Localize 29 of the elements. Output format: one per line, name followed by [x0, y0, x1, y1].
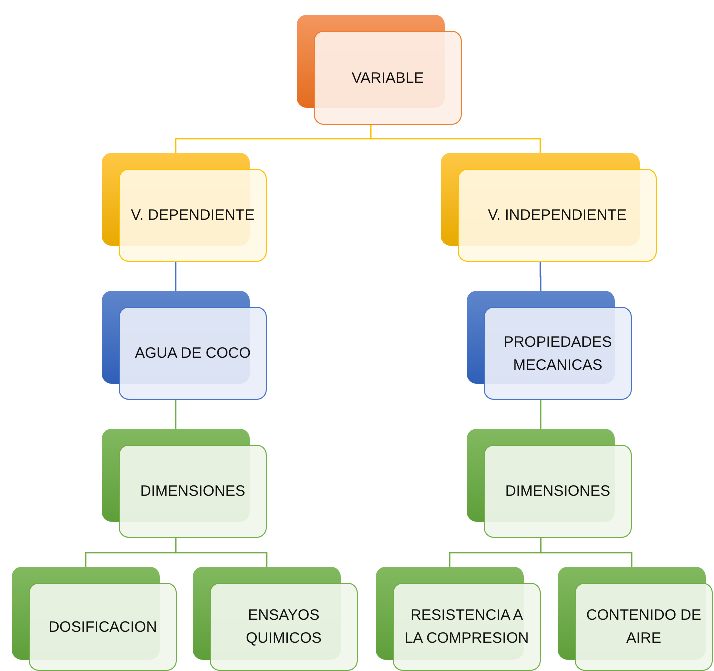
stacked-box [558, 567, 713, 671]
stacked-box [102, 291, 267, 400]
box-label: DIMENSIONES [505, 482, 610, 502]
stacked-box [467, 429, 632, 538]
stacked-box [297, 15, 462, 125]
box-label: PROPIEDADES MECANICAS [502, 332, 614, 376]
connector-line [175, 400, 177, 429]
stacked-box [12, 567, 177, 671]
stacked-box [467, 291, 632, 400]
stacked-box [102, 429, 267, 538]
connector-line [370, 125, 542, 153]
box-label: DIMENSIONES [140, 482, 246, 502]
box-label: RESISTENCIA A LA COMPRESION [404, 606, 530, 649]
stacked-box [102, 153, 267, 262]
connector-line [175, 262, 177, 291]
box-label: V. INDEPENDIENTE [488, 206, 627, 226]
box-label: DOSIFICACION [48, 618, 158, 638]
connector-line [540, 400, 542, 429]
box-label: CONTENIDO DE AIRE [585, 606, 702, 649]
stacked-box [376, 567, 541, 671]
connector-line [540, 262, 542, 291]
box-label: VARIABLE [352, 68, 424, 88]
box-label: V. DEPENDIENTE [131, 206, 255, 226]
box-label: AGUA DE COCO [135, 344, 251, 364]
connector-line [175, 538, 268, 567]
stacked-box [441, 153, 657, 262]
box-label: ENSAYOS QUIMICOS [245, 606, 323, 649]
connector-line [540, 538, 633, 567]
stacked-box [193, 567, 358, 671]
